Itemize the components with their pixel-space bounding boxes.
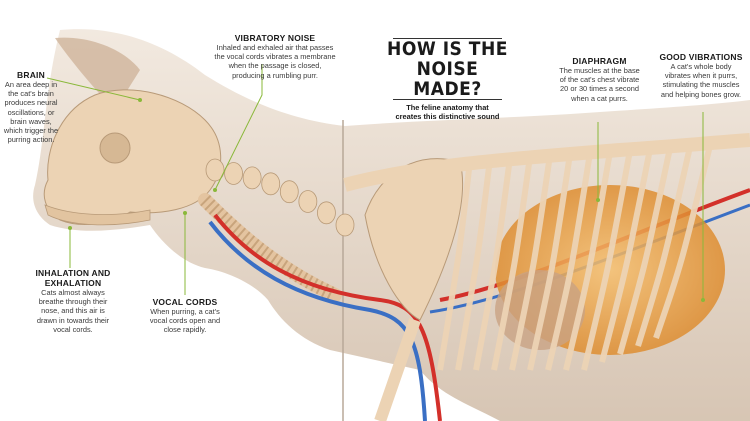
- label-inhalation-line: drawn in towards their: [36, 315, 110, 325]
- rib: [617, 147, 673, 355]
- label-brain-line: brain waves,: [10, 116, 52, 126]
- label-brain-line: produces neural: [4, 98, 58, 108]
- label-diaphragm-line: The muscles at the base: [559, 66, 640, 75]
- label-vocal-cords-line: vocal cords open and: [149, 316, 221, 326]
- label-good-vibrations-line: and helping bones grow.: [660, 89, 742, 99]
- leader-dots: [68, 98, 705, 302]
- label-brain-line: the cat's brain: [8, 89, 54, 99]
- label-brain-line: An area deep in: [4, 80, 58, 89]
- title-rule-bottom: [393, 99, 502, 100]
- label-vibratory-noise-line: the vocal cords vibrates a membrane: [214, 52, 336, 62]
- label-inhalation-line: Cats almost always: [41, 288, 105, 297]
- label-brain-line: purring action.: [7, 135, 55, 145]
- label-diaphragm-line: when a cat purrs.: [571, 93, 628, 103]
- title-line-2: NOISE MADE?: [413, 58, 482, 100]
- spine: [343, 133, 750, 192]
- leader-lines: [46, 64, 704, 300]
- rib: [473, 157, 513, 371]
- neck-vertebra: [224, 162, 243, 185]
- label-vibratory-noise-line: Inhaled and exhaled air that passes: [216, 43, 334, 52]
- title-rule-top: [393, 38, 502, 39]
- vein: [208, 220, 427, 421]
- rib: [509, 154, 553, 371]
- eye-socket: [99, 132, 131, 164]
- label-vocal-cords: VOCAL CORDS When purring, a cat's vocal …: [140, 297, 230, 335]
- title-line-1: HOW IS THE: [387, 38, 508, 60]
- label-vibratory-noise-heading: VIBRATORY NOISE: [234, 33, 316, 43]
- label-vocal-cords-heading: VOCAL CORDS: [152, 297, 218, 307]
- neck-vertebra: [335, 213, 355, 237]
- label-good-vibrations-line: A cat's whole body: [670, 62, 732, 71]
- rib: [653, 144, 713, 339]
- neck-vertebra: [298, 190, 318, 213]
- rib: [527, 153, 573, 371]
- neck-vertebra: [317, 201, 336, 225]
- label-vibratory-noise: VIBRATORY NOISE Inhaled and exhaled air …: [205, 33, 345, 80]
- label-diaphragm: DIAPHRAGM The muscles at the base of the…: [552, 56, 647, 103]
- rib: [635, 146, 693, 347]
- label-good-vibrations-heading: GOOD VIBRATIONS: [659, 52, 743, 62]
- neck-vertebra: [205, 158, 225, 182]
- label-inhalation-line: breathe through their: [38, 297, 108, 307]
- label-vibratory-noise-line: when the passage is closed,: [228, 61, 322, 71]
- ribcage: [343, 133, 750, 371]
- jaw: [44, 204, 151, 226]
- rib: [455, 158, 493, 371]
- rib: [599, 148, 653, 363]
- label-diaphragm-line: of the cat's chest vibrate: [559, 75, 640, 85]
- rib: [545, 152, 593, 371]
- label-inhalation-line: nose, and this air is: [41, 306, 105, 316]
- label-diaphragm-heading: DIAPHRAGM: [572, 56, 627, 66]
- subtitle-line-1: The feline anatomy that: [406, 103, 489, 112]
- label-good-vibrations-line: stimulating the muscles: [662, 80, 740, 90]
- rib: [581, 149, 633, 371]
- neck-vertebrae: [205, 158, 355, 237]
- rib: [563, 151, 613, 371]
- label-inhalation-line: vocal cords.: [53, 324, 93, 334]
- label-good-vibrations-line: vibrates when it purrs,: [664, 71, 738, 81]
- label-vocal-cords-line: When purring, a cat's: [150, 307, 220, 316]
- label-vocal-cords-line: close rapidly.: [163, 325, 207, 335]
- foreleg-bone: [374, 318, 421, 421]
- label-inhalation-heading-2: EXHALATION: [44, 278, 102, 288]
- label-brain-line: oscillations, or: [7, 107, 55, 117]
- label-brain: BRAIN An area deep in the cat's brain pr…: [2, 70, 60, 144]
- neck-vertebra: [279, 180, 299, 204]
- label-brain-line: which trigger the: [3, 126, 59, 136]
- label-vibratory-noise-line: producing a rumbling purr.: [232, 70, 318, 80]
- subtitle-line-2: creates this distinctive sound: [395, 112, 500, 122]
- neck-vertebra: [261, 172, 281, 196]
- label-inhalation-heading-1: INHALATION AND: [35, 268, 111, 278]
- label-good-vibrations: GOOD VIBRATIONS A cat's whole body vibra…: [655, 52, 747, 99]
- diagram-title-block: HOW IS THE NOISE MADE? The feline anatom…: [385, 38, 510, 122]
- label-brain-heading: BRAIN: [17, 70, 45, 80]
- neck-vertebra: [242, 166, 262, 190]
- rib: [491, 155, 533, 371]
- artery: [213, 213, 442, 421]
- rib: [437, 159, 473, 371]
- label-inhalation-exhalation: INHALATION AND EXHALATION Cats almost al…: [28, 268, 118, 334]
- label-diaphragm-line: 20 or 30 times a second: [560, 84, 639, 94]
